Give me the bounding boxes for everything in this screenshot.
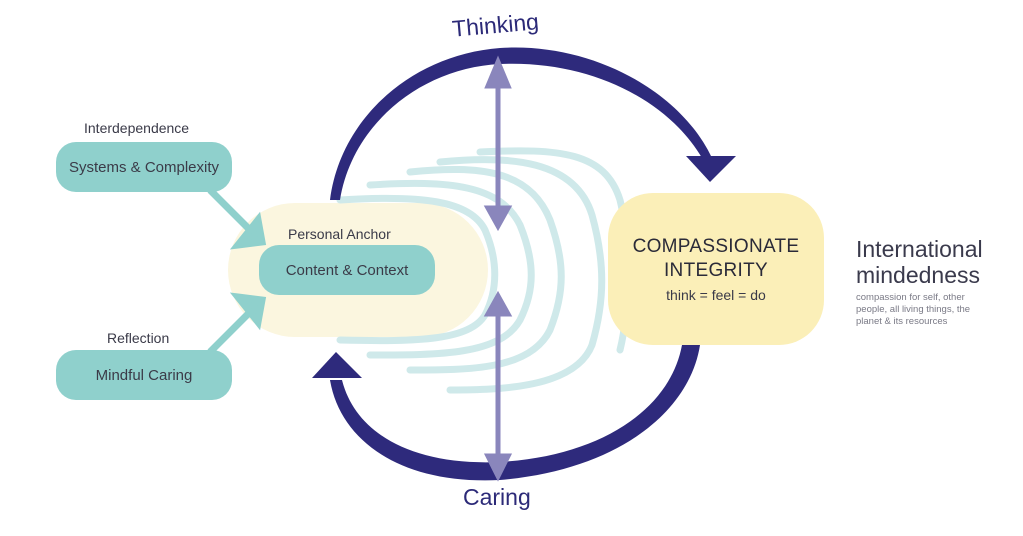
im-desc-line-2: people, all living things, the [856, 304, 971, 315]
mindful-caring-label: Mindful Caring [95, 366, 193, 384]
systems-complexity-box: Systems & Complexity [56, 142, 232, 192]
thinking-arc [330, 47, 712, 200]
connector-systems-line [207, 187, 255, 235]
compassionate-integrity-box: COMPASSIONATE INTEGRITY think = feel = d… [608, 193, 824, 345]
caring-arrowhead [312, 352, 362, 378]
ripple-curve-1 [336, 194, 499, 345]
im-title-line-1: International [856, 236, 983, 262]
im-desc-line-3: planet & its resources [856, 316, 948, 327]
upper-arrow-down-head [483, 205, 513, 232]
connector-systems-arrowhead [229, 211, 267, 250]
international-mindedness-block: International mindedness compassion for … [856, 236, 983, 328]
thinking-arrowhead [686, 156, 736, 182]
lower-arrow-up-head [483, 290, 513, 317]
ripple-curve-4 [436, 156, 606, 394]
systems-complexity-label: Systems & Complexity [68, 158, 220, 176]
personal-anchor-caption: Personal Anchor [288, 226, 391, 242]
im-desc-line-1: compassion for self, other [856, 292, 965, 303]
tension-arrows [483, 55, 513, 482]
connector-mindful-arrowhead [229, 292, 267, 331]
caring-arc [330, 345, 700, 481]
content-context-label: Content & Context [285, 261, 409, 279]
content-context-box: Content & Context [259, 245, 435, 295]
im-title-line-2: mindedness [856, 262, 981, 288]
mindful-caring-box: Mindful Caring [56, 350, 232, 400]
input-connectors [207, 187, 267, 355]
ripple-curve-2 [366, 179, 535, 359]
caring-label: Caring [463, 484, 531, 510]
upper-arrow-up-head [484, 55, 512, 89]
lower-arrow-down-head [483, 453, 513, 482]
reflection-caption: Reflection [107, 330, 170, 346]
integrity-line-1: COMPASSIONATE [632, 236, 800, 257]
interdependence-caption: Interdependence [84, 120, 190, 136]
integrity-formula: think = feel = do [666, 287, 766, 303]
connector-mindful-line [207, 307, 255, 355]
integrity-line-2: INTEGRITY [663, 260, 769, 281]
ripple-curve-3 [406, 165, 565, 374]
